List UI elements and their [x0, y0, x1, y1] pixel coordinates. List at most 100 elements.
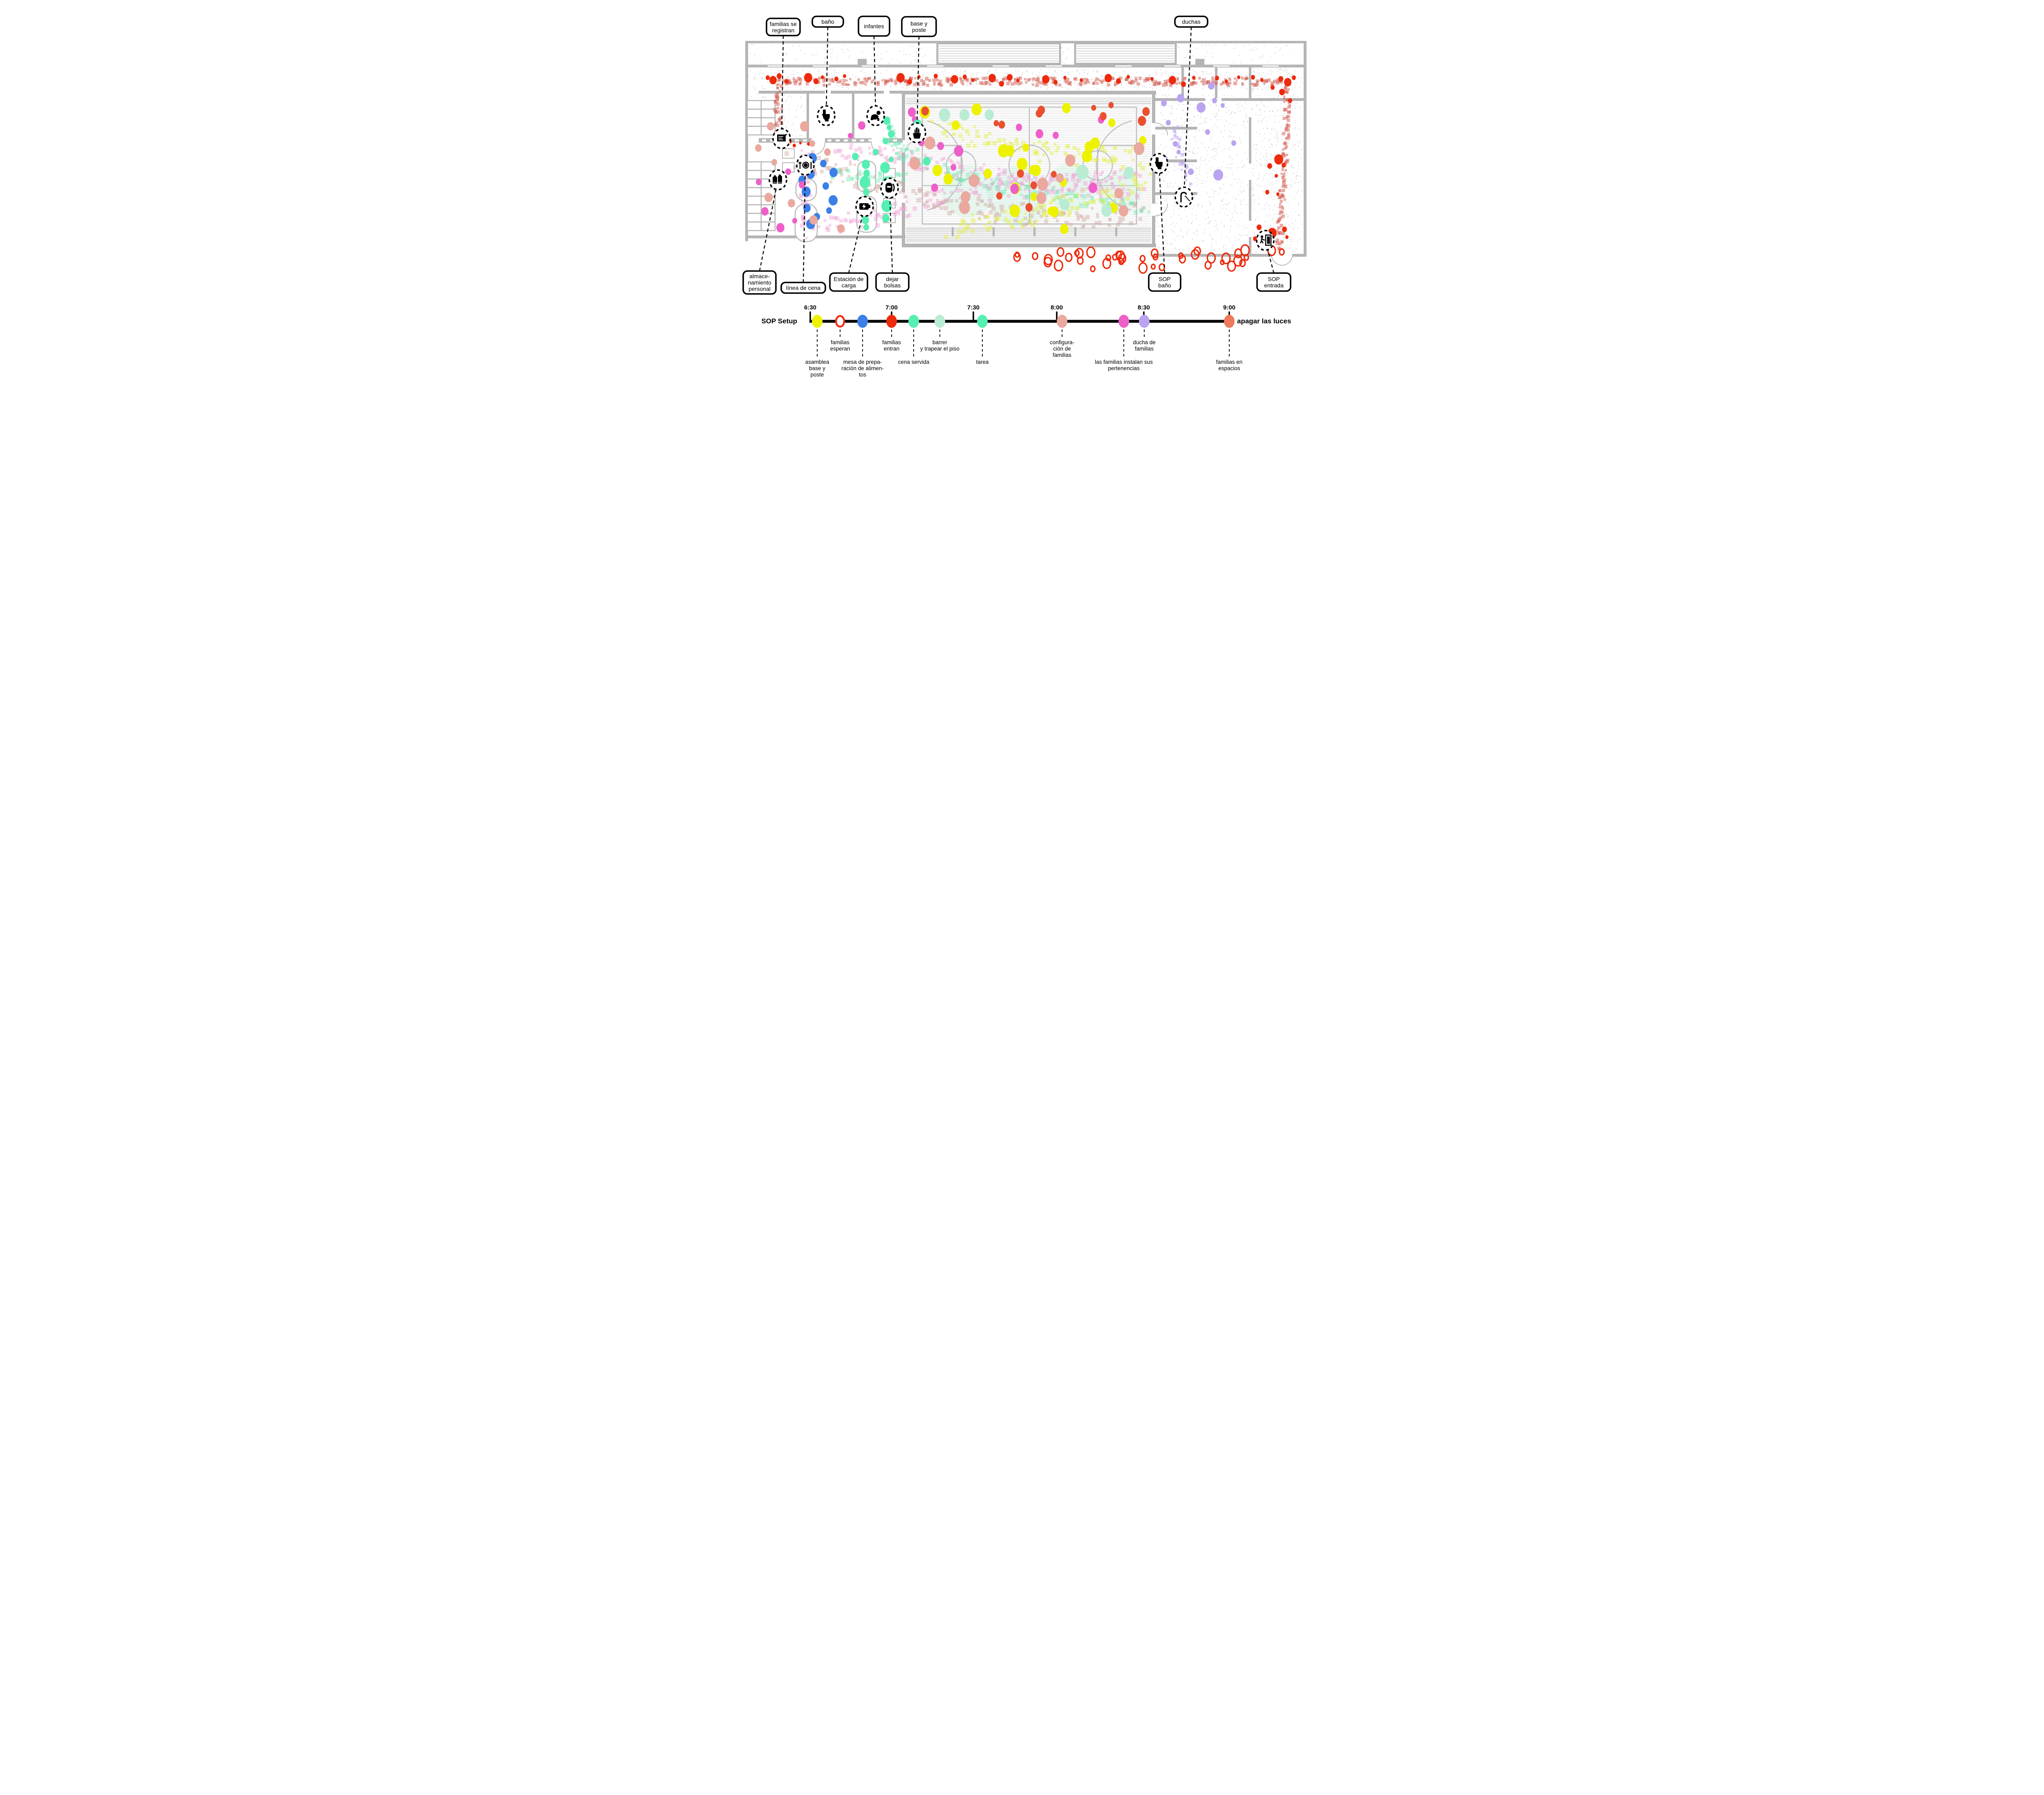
trail-pixel	[889, 136, 894, 140]
trail-pixel	[1106, 201, 1109, 205]
trail-pixel	[1206, 80, 1210, 84]
stipple-dot	[1208, 222, 1210, 224]
stipple-dot	[1193, 205, 1195, 206]
trail-pixel	[1013, 81, 1018, 85]
trail-pixel	[1113, 146, 1117, 150]
stipple-dot	[1228, 137, 1229, 138]
stipple-dot	[1047, 84, 1048, 85]
stipple-dot	[1192, 165, 1193, 166]
stipple-dot	[759, 61, 761, 63]
trail-pixel	[1282, 182, 1286, 186]
label-box	[829, 272, 868, 292]
stipple-dot	[1185, 163, 1186, 164]
trail-pixel	[997, 167, 1001, 171]
stipple-dot	[1160, 144, 1161, 146]
stipple-dot	[1280, 151, 1282, 152]
trail-pixel	[905, 200, 908, 203]
trail-pixel	[1090, 197, 1094, 200]
stipple-dot	[1273, 223, 1275, 224]
stipple-dot	[1284, 45, 1286, 46]
stipple-dot	[1181, 177, 1183, 178]
stipple-dot	[1212, 239, 1213, 240]
stipple-dot	[1192, 152, 1193, 153]
person-dot	[799, 141, 802, 145]
trail-pixel	[812, 78, 815, 81]
trail-pixel	[959, 171, 962, 174]
trail-pixel	[984, 134, 988, 139]
trail-pixel	[805, 82, 809, 85]
waiting-open-circle	[1056, 247, 1065, 257]
trail-pixel	[1283, 108, 1286, 112]
baby-icon	[866, 105, 885, 126]
stipple-dot	[1290, 244, 1291, 246]
stipple-dot	[1164, 247, 1165, 249]
stipple-dot	[1237, 103, 1239, 105]
leader-dejar-bolsas	[889, 188, 893, 273]
trail-pixel	[818, 76, 821, 80]
trail-pixel	[1118, 220, 1122, 224]
stipple-dot	[1209, 196, 1210, 197]
stipple-dot	[966, 85, 968, 86]
stipple-dot	[1032, 81, 1033, 83]
stipple-dot	[1296, 175, 1297, 176]
stipple-dot	[1213, 148, 1215, 149]
trail-pixel	[775, 121, 778, 124]
trail-pixel	[1051, 81, 1054, 84]
trail-pixel	[1033, 175, 1036, 179]
stipple-dot	[1282, 139, 1283, 140]
trail-pixel	[1280, 211, 1284, 214]
stipple-dot	[1204, 118, 1206, 119]
trail-pixel	[959, 223, 962, 226]
stipple-dot	[1245, 132, 1246, 133]
stipple-dot	[1207, 223, 1208, 224]
person-dot	[1022, 143, 1029, 152]
trail-pixel	[1278, 231, 1282, 235]
stipple-dot	[780, 112, 781, 114]
stipple-dot	[1114, 73, 1115, 74]
person-dot	[1056, 173, 1064, 183]
trail-pixel	[778, 90, 781, 93]
trail-pixel	[1276, 229, 1278, 232]
toilet-tank	[823, 110, 826, 114]
trail-pixel	[1113, 199, 1116, 202]
stipple-dot	[1204, 130, 1205, 132]
stipple-dot	[1290, 186, 1292, 187]
stipple-dot	[1219, 97, 1220, 99]
trail-pixel	[822, 83, 826, 87]
trail-pixel	[828, 224, 831, 227]
stipple-dot	[855, 76, 856, 78]
trail-pixel	[842, 79, 846, 82]
stipple-dot	[1235, 236, 1236, 238]
waiting-open-circles	[1013, 244, 1285, 274]
trail-pixel	[1101, 188, 1106, 193]
timeline-tick-label: 7:00	[885, 304, 897, 311]
stipple-dot	[1275, 134, 1277, 135]
stipple-dot	[779, 69, 780, 71]
person-dot	[943, 173, 953, 185]
trail-pixel	[889, 78, 893, 82]
stipple-dot	[1038, 75, 1039, 76]
stipple-dot	[758, 74, 760, 75]
toilet-base	[825, 120, 829, 121]
stipple-dot	[1168, 78, 1169, 79]
stipple-dot	[1054, 71, 1055, 72]
stipple-dot	[863, 72, 865, 73]
stipple-dot	[1280, 103, 1282, 105]
label-box	[901, 16, 937, 37]
stipple-dot	[1170, 244, 1172, 246]
trail-pixel	[975, 130, 979, 134]
stipple-dot	[792, 134, 793, 135]
stipple-dot	[1266, 125, 1267, 126]
trail-pixel	[1122, 175, 1127, 179]
stipple-dot	[1260, 114, 1262, 115]
trail-pixel	[839, 170, 843, 173]
person-dot	[933, 74, 938, 78]
trail-pixel	[925, 194, 929, 197]
stipple-dot	[1245, 74, 1246, 76]
stipple-dot	[1194, 137, 1195, 138]
wall	[745, 235, 905, 238]
trail-pixel	[1110, 182, 1114, 186]
trail-pixel	[1017, 82, 1020, 85]
trail-pixel	[1130, 202, 1134, 206]
stipple-dot	[1188, 60, 1189, 61]
